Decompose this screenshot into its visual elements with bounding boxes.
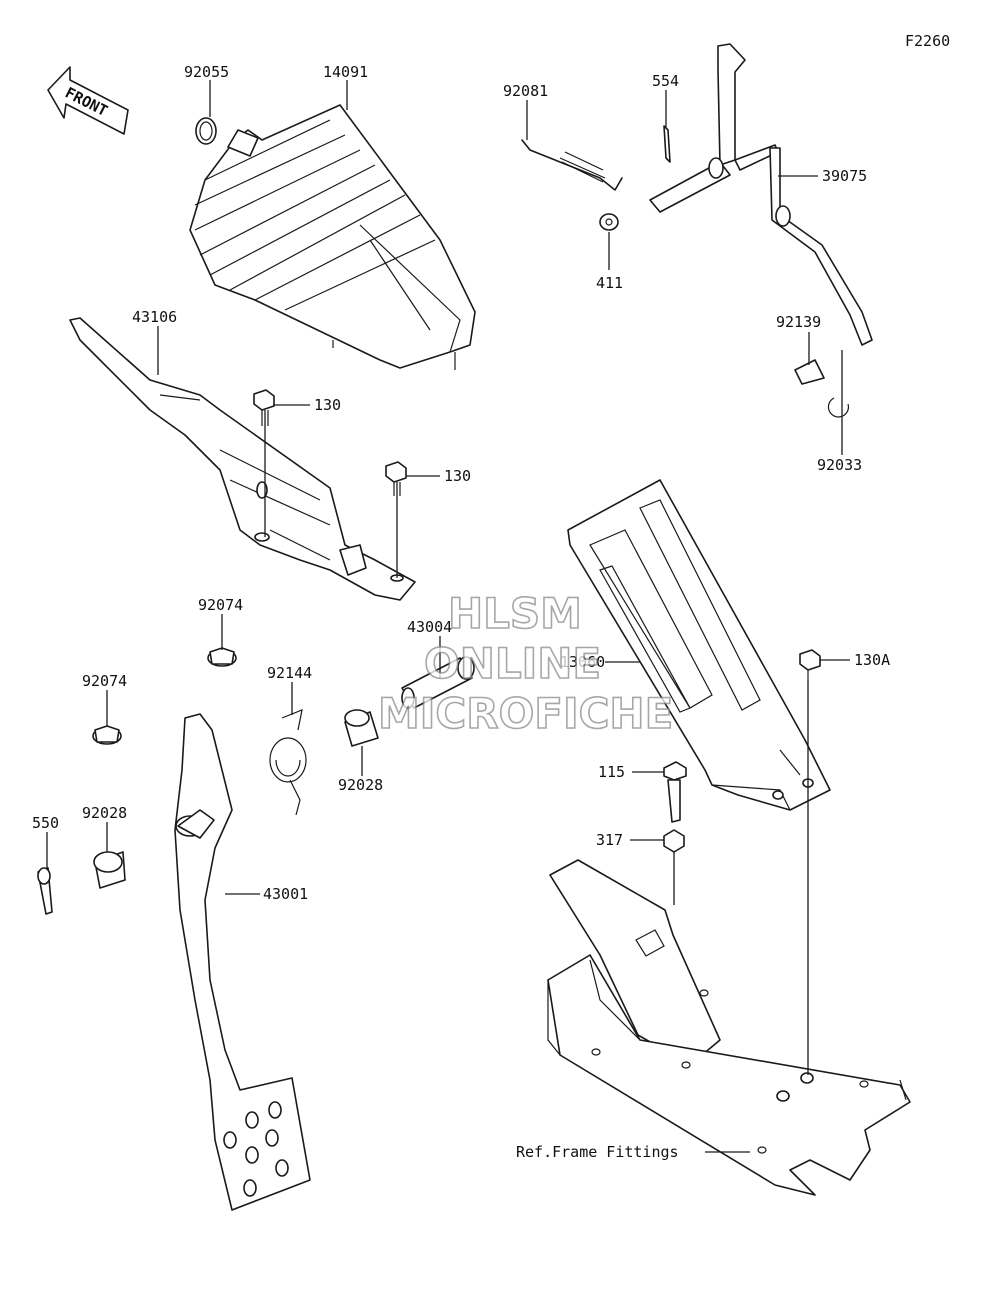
return-spring-92144 bbox=[269, 709, 307, 816]
watermark-line-2: ONLINE bbox=[424, 639, 601, 688]
label-130-a: 130 bbox=[314, 396, 341, 414]
accelerator-pedal-13060 bbox=[567, 479, 831, 811]
leader-lines bbox=[46, 80, 850, 1153]
cap-92074-a bbox=[207, 647, 237, 667]
pin-43004 bbox=[401, 656, 475, 709]
label-13060: 13060 bbox=[560, 653, 605, 671]
washer-411 bbox=[599, 213, 619, 231]
label-130A: 130A bbox=[854, 651, 890, 669]
figure-code: F2260 bbox=[905, 32, 950, 50]
label-92028-b: 92028 bbox=[82, 804, 127, 822]
label-43001: 43001 bbox=[263, 885, 308, 903]
bushing-92139 bbox=[794, 359, 825, 385]
cotter-pin-550 bbox=[37, 867, 53, 915]
bolt-115 bbox=[663, 761, 687, 823]
boot-cover-14091 bbox=[189, 104, 476, 370]
bolt-130-a bbox=[253, 389, 275, 426]
watermark: HLSM ONLINE MICROFICHE bbox=[377, 588, 674, 739]
label-43106: 43106 bbox=[132, 308, 177, 326]
bushing-92028-a bbox=[344, 709, 379, 747]
label-92139: 92139 bbox=[776, 313, 821, 331]
label-554: 554 bbox=[652, 72, 679, 90]
clip-92033 bbox=[827, 397, 850, 418]
label-92033: 92033 bbox=[817, 456, 862, 474]
label-92028-a: 92028 bbox=[338, 776, 383, 794]
parking-lever-43106 bbox=[69, 317, 416, 601]
frame-fittings bbox=[547, 859, 911, 1196]
cap-92074-b bbox=[92, 725, 122, 745]
o-ring-92055 bbox=[195, 117, 217, 145]
label-130-b: 130 bbox=[444, 467, 471, 485]
front-arrow-icon: FRONT bbox=[47, 66, 129, 135]
label-317: 317 bbox=[596, 831, 623, 849]
bushing-92028-b bbox=[93, 851, 126, 889]
watermark-line-1: HLSM bbox=[448, 589, 582, 638]
label-92081: 92081 bbox=[503, 82, 548, 100]
brake-pedal-43001 bbox=[174, 713, 311, 1211]
label-92074-a: 92074 bbox=[198, 596, 243, 614]
bolt-130-b bbox=[385, 461, 407, 496]
bolt-130A bbox=[799, 649, 821, 680]
nut-317 bbox=[663, 829, 685, 853]
label-43004: 43004 bbox=[407, 618, 452, 636]
watermark-line-3: MICROFICHE bbox=[378, 689, 673, 738]
label-92074-b: 92074 bbox=[82, 672, 127, 690]
label-14091: 14091 bbox=[323, 63, 368, 81]
spring-rod-92081 bbox=[521, 139, 623, 191]
shaft-arm-39075 bbox=[649, 43, 873, 346]
label-92055: 92055 bbox=[184, 63, 229, 81]
label-411: 411 bbox=[596, 274, 623, 292]
label-ref-frame-fittings: Ref.Frame Fittings bbox=[516, 1143, 679, 1161]
label-115: 115 bbox=[598, 763, 625, 781]
label-39075: 39075 bbox=[822, 167, 867, 185]
label-550: 550 bbox=[32, 814, 59, 832]
cotter-pin-554 bbox=[663, 125, 671, 163]
label-92144: 92144 bbox=[267, 664, 312, 682]
